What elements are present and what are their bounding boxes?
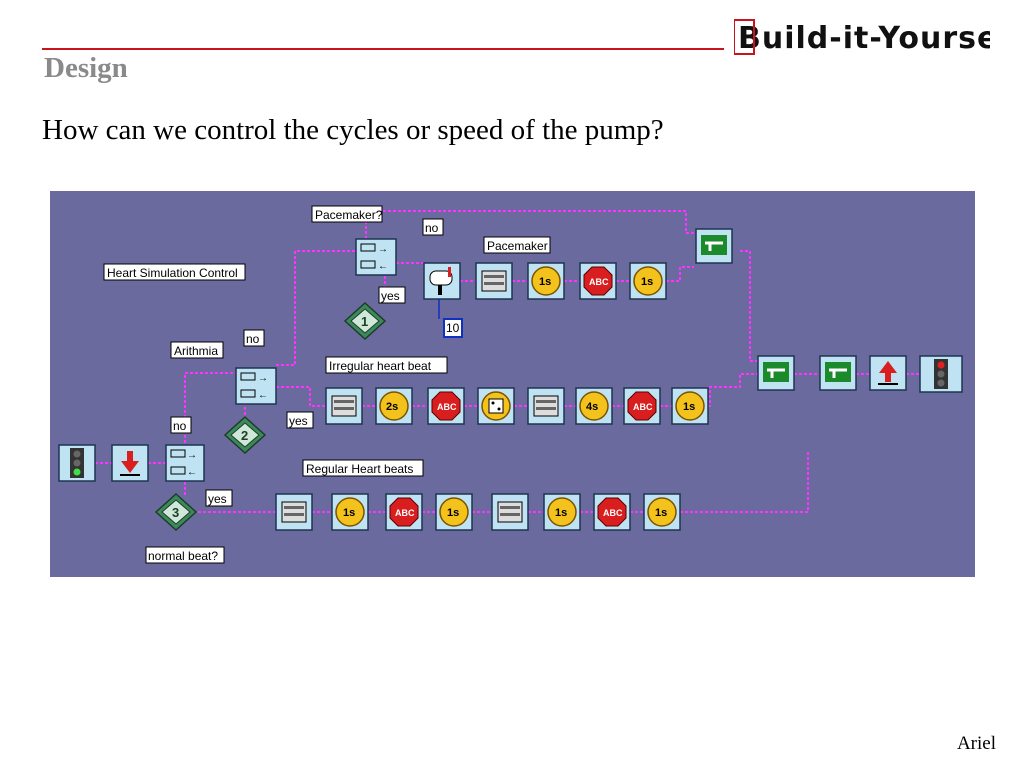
- label-yes-mid: yes: [286, 411, 314, 429]
- svg-text:←: ←: [378, 261, 388, 272]
- label-pacemaker: Pacemaker: [483, 236, 551, 254]
- svg-text:1s: 1s: [555, 507, 567, 519]
- stop-sign-icon-irregular-2: ABC: [623, 387, 661, 425]
- svg-text:←: ←: [258, 390, 268, 401]
- stopwatch-icon-pacemaker-2: 1s: [629, 262, 667, 300]
- motor-icon-pacemaker: [475, 262, 513, 300]
- stopwatch-icon-pacemaker-1: 1s: [527, 262, 565, 300]
- svg-text:→: →: [378, 244, 388, 255]
- svg-text:3: 3: [172, 505, 179, 520]
- wires: [95, 210, 920, 513]
- svg-text:Pacemaker: Pacemaker: [487, 239, 548, 253]
- label-no-top: no: [422, 218, 444, 236]
- logo-text: Build-it-Yourself: [738, 21, 990, 56]
- svg-text:Pacemaker?: Pacemaker?: [315, 208, 383, 222]
- down-arrow-icon: [111, 444, 149, 482]
- fork-block-1: → ←: [165, 444, 205, 482]
- fork-block-2: → ←: [235, 367, 277, 405]
- stopwatch-icon-irregular-2: 4s: [575, 387, 613, 425]
- svg-text:1s: 1s: [447, 507, 459, 519]
- svg-text:yes: yes: [208, 492, 227, 506]
- mailbox-icon: [423, 262, 461, 300]
- svg-text:1s: 1s: [655, 507, 667, 519]
- svg-text:→: →: [187, 450, 197, 461]
- stopwatch-icon-regular-1: 1s: [331, 493, 369, 531]
- merge-fork-icon-1: [757, 355, 795, 391]
- footer-author: Ariel: [956, 733, 996, 754]
- svg-text:2s: 2s: [386, 401, 398, 413]
- merge-fork-icon-top: [695, 228, 733, 264]
- label-irregular-heart-beat: Irregular heart beat: [325, 356, 448, 374]
- svg-text:ABC: ABC: [589, 277, 609, 287]
- motor-icon-irregular-2: [527, 387, 565, 425]
- svg-text:1s: 1s: [539, 276, 551, 288]
- svg-text:normal beat?: normal beat?: [148, 549, 218, 563]
- svg-text:Irregular heart beat: Irregular heart beat: [329, 359, 432, 373]
- branch-diamond-icon-1: 3: [154, 492, 198, 532]
- label-heart-simulation-control: Heart Simulation Control: [103, 263, 246, 281]
- svg-text:2: 2: [241, 428, 248, 443]
- svg-text:no: no: [246, 332, 260, 346]
- svg-text:no: no: [173, 419, 187, 433]
- label-regular-heart-beats: Regular Heart beats: [302, 459, 424, 477]
- merge-fork-icon-2: [819, 355, 857, 391]
- svg-text:→: →: [258, 373, 268, 384]
- stop-sign-icon-pacemaker: ABC: [579, 262, 617, 300]
- svg-text:yes: yes: [289, 414, 308, 428]
- header-rule: [42, 48, 724, 50]
- motor-icon-irregular-1: [325, 387, 363, 425]
- svg-text:ABC: ABC: [437, 402, 457, 412]
- fork-block-3: → ←: [355, 238, 397, 276]
- stop-sign-icon-regular-2: ABC: [593, 493, 631, 531]
- label-yes-top: yes: [378, 286, 406, 304]
- counter-box: 10: [443, 318, 463, 338]
- label-arithmia: Arithmia: [170, 341, 224, 359]
- branch-diamond-icon-3: 1: [343, 301, 387, 341]
- stopwatch-icon-regular-3: 1s: [543, 493, 581, 531]
- stopwatch-icon-irregular-3: 1s: [671, 387, 709, 425]
- svg-text:ABC: ABC: [603, 508, 623, 518]
- question-text: How can we control the cycles or speed o…: [42, 114, 664, 146]
- motor-icon-regular-1: [275, 493, 313, 531]
- svg-text:4s: 4s: [586, 401, 598, 413]
- branch-diamond-icon-2: 2: [223, 415, 267, 455]
- svg-text:Heart Simulation Control: Heart Simulation Control: [107, 266, 238, 280]
- svg-text:10: 10: [446, 321, 460, 335]
- stopwatch-icon-regular-2: 1s: [435, 493, 473, 531]
- label-no-mid: no: [243, 329, 265, 347]
- stopwatch-icon-regular-4: 1s: [643, 493, 681, 531]
- svg-text:1: 1: [361, 314, 368, 329]
- svg-text:ABC: ABC: [395, 508, 415, 518]
- svg-text:1s: 1s: [641, 276, 653, 288]
- svg-text:1s: 1s: [683, 401, 695, 413]
- label-pacemaker-question: Pacemaker?: [311, 205, 383, 223]
- up-arrow-icon: [869, 355, 907, 391]
- program-diagram: Heart Simulation Control Pacemaker? no P…: [50, 191, 975, 577]
- start-traffic-light-icon: [58, 444, 96, 482]
- motor-icon-regular-2: [491, 493, 529, 531]
- svg-text:Regular Heart beats: Regular Heart beats: [306, 462, 413, 476]
- page-title: Design: [44, 52, 128, 84]
- dice-icon: [477, 387, 515, 425]
- label-yes-bottom: yes: [205, 489, 233, 507]
- svg-text:Arithmia: Arithmia: [174, 344, 218, 358]
- build-it-yourself-logo: Build-it-Yourself: [734, 14, 990, 62]
- stopwatch-icon-irregular-1: 2s: [375, 387, 413, 425]
- label-normal-beat: normal beat?: [145, 546, 225, 564]
- svg-text:ABC: ABC: [633, 402, 653, 412]
- end-traffic-light-icon: [919, 355, 963, 393]
- svg-text:no: no: [425, 221, 439, 235]
- svg-text:←: ←: [187, 467, 197, 478]
- label-no-bottom: no: [170, 416, 192, 434]
- stop-sign-icon-irregular-1: ABC: [427, 387, 465, 425]
- svg-text:1s: 1s: [343, 507, 355, 519]
- stop-sign-icon-regular-1: ABC: [385, 493, 423, 531]
- svg-text:yes: yes: [381, 289, 400, 303]
